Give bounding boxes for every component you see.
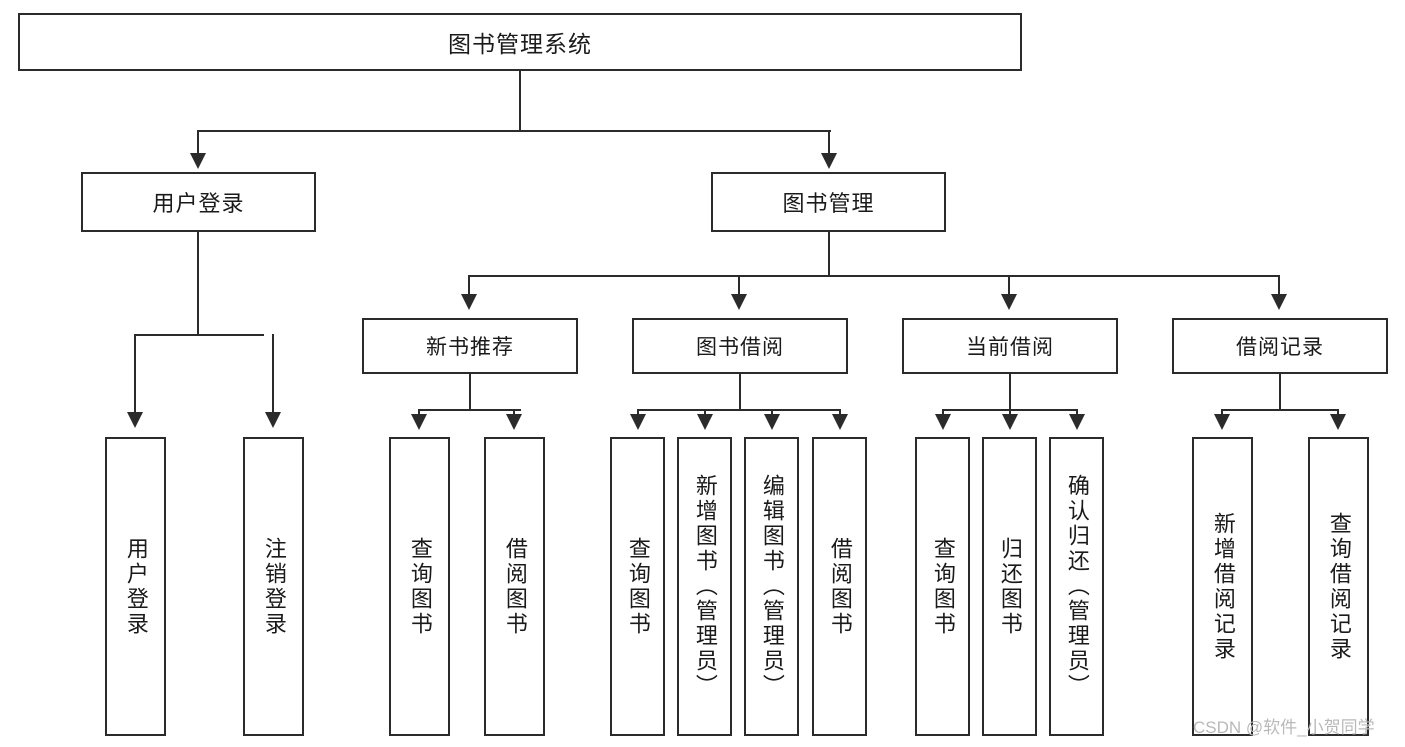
connector-cb-drop-3 xyxy=(1076,409,1078,416)
node-label: 查询借阅记录 xyxy=(1326,511,1352,662)
connector-bm-drop-2 xyxy=(738,275,740,296)
connector-br-stem xyxy=(1279,374,1281,410)
node-leaf-rec-borrow-book[interactable]: 借阅图书 xyxy=(484,437,545,736)
connector-cb-drop-1 xyxy=(942,409,944,416)
node-book-borrow[interactable]: 图书借阅 xyxy=(632,318,848,374)
node-label: 借阅记录 xyxy=(1236,336,1324,359)
connector-user-login-drop-1 xyxy=(134,334,136,414)
node-label: 查询图书 xyxy=(625,536,651,637)
node-label: 图书管理 xyxy=(782,191,875,216)
connector-bb-drop-4 xyxy=(839,409,841,416)
connector-br-drop-1 xyxy=(1221,409,1223,416)
arrow-bb-leaf-4 xyxy=(832,414,848,430)
node-leaf-rec-query-book[interactable]: 查询图书 xyxy=(389,437,450,736)
connector-br-drop-2 xyxy=(1337,409,1339,416)
node-label: 借阅图书 xyxy=(827,536,853,637)
arrow-bb-leaf-2 xyxy=(697,414,713,430)
node-leaf-user-login[interactable]: 用户登录 xyxy=(105,437,166,736)
node-label: 确认归还（管理员） xyxy=(1064,474,1090,699)
connector-br-bus xyxy=(1221,409,1338,411)
arrow-user-login-leaf-2 xyxy=(265,412,281,428)
node-label: 注销登录 xyxy=(261,536,287,637)
node-leaf-cb-query-book[interactable]: 查询图书 xyxy=(915,437,970,736)
arrow-bm-to-book-borrow xyxy=(731,294,747,310)
node-leaf-bb-query-book[interactable]: 查询图书 xyxy=(610,437,665,736)
connector-bb-bus xyxy=(637,409,840,411)
connector-user-login-stem xyxy=(197,232,199,335)
node-borrow-record[interactable]: 借阅记录 xyxy=(1172,318,1388,374)
connector-bm-drop-4 xyxy=(1278,275,1280,296)
arrow-rec-leaf-2 xyxy=(506,414,522,430)
node-user-login[interactable]: 用户登录 xyxy=(81,172,316,232)
arrow-bb-leaf-1 xyxy=(630,414,646,430)
node-label: 用户登录 xyxy=(123,536,149,637)
node-label: 归还图书 xyxy=(997,536,1023,637)
node-label: 新增图书（管理员） xyxy=(692,474,718,699)
connector-bb-drop-3 xyxy=(771,409,773,416)
arrow-cb-leaf-1 xyxy=(935,414,951,430)
node-book-manage[interactable]: 图书管理 xyxy=(711,172,946,232)
connector-user-login-bus xyxy=(134,334,264,336)
connector-rec-stem xyxy=(469,374,471,410)
connector-rec-drop-2 xyxy=(513,409,515,416)
node-label: 编辑图书（管理员） xyxy=(759,474,785,699)
node-leaf-cb-confirm-return[interactable]: 确认归还（管理员） xyxy=(1049,437,1104,736)
arrow-br-leaf-1 xyxy=(1214,414,1230,430)
arrow-user-login-leaf-1 xyxy=(127,412,143,428)
connector-root-to-book-manage xyxy=(828,130,830,156)
node-current-borrow[interactable]: 当前借阅 xyxy=(902,318,1118,374)
node-label: 图书借阅 xyxy=(696,336,784,359)
arrow-bm-to-current-borrow xyxy=(1001,294,1017,310)
arrow-cb-leaf-3 xyxy=(1069,414,1085,430)
connector-root-to-user-login xyxy=(197,130,199,156)
node-label: 当前借阅 xyxy=(966,336,1054,359)
connector-rec-drop-1 xyxy=(418,409,420,416)
connector-bb-stem xyxy=(739,374,741,410)
connector-root-bus xyxy=(198,130,831,132)
connector-root-stem xyxy=(519,71,521,131)
node-label: 查询图书 xyxy=(930,536,956,637)
node-label: 新增借阅记录 xyxy=(1210,511,1236,662)
arrow-root-to-user-login xyxy=(190,153,206,169)
node-label: 用户登录 xyxy=(152,191,245,216)
arrow-bm-to-borrow-record xyxy=(1271,294,1287,310)
node-new-book-recommend[interactable]: 新书推荐 xyxy=(362,318,578,374)
node-leaf-bb-borrow-book[interactable]: 借阅图书 xyxy=(812,437,867,736)
node-label: 查询图书 xyxy=(407,536,433,637)
node-root[interactable]: 图书管理系统 xyxy=(18,13,1022,71)
connector-bm-drop-1 xyxy=(468,275,470,296)
node-leaf-bb-add-book[interactable]: 新增图书（管理员） xyxy=(677,437,732,736)
connector-book-manage-bus xyxy=(468,275,1280,277)
arrow-bb-leaf-3 xyxy=(764,414,780,430)
node-label: 图书管理系统 xyxy=(448,31,592,57)
connector-book-manage-stem xyxy=(828,232,830,276)
arrow-bm-to-new-book-recommend xyxy=(461,294,477,310)
arrow-cb-leaf-2 xyxy=(1002,414,1018,430)
connector-rec-bus xyxy=(418,409,521,411)
connector-bb-drop-1 xyxy=(637,409,639,416)
node-label: 借阅图书 xyxy=(502,536,528,637)
connector-cb-drop-2 xyxy=(1009,409,1011,416)
connector-user-login-drop-2 xyxy=(272,334,274,414)
node-leaf-user-logout[interactable]: 注销登录 xyxy=(243,437,304,736)
node-leaf-bb-edit-book[interactable]: 编辑图书（管理员） xyxy=(744,437,799,736)
arrow-rec-leaf-1 xyxy=(411,414,427,430)
node-leaf-cb-return-book[interactable]: 归还图书 xyxy=(982,437,1037,736)
arrow-root-to-book-manage xyxy=(821,153,837,169)
connector-bb-drop-2 xyxy=(704,409,706,416)
connector-bm-drop-3 xyxy=(1008,275,1010,296)
arrow-br-leaf-2 xyxy=(1330,414,1346,430)
watermark: CSDN @软件_小贺同学 xyxy=(1193,718,1375,737)
connector-cb-stem xyxy=(1009,374,1011,410)
node-leaf-br-add-record[interactable]: 新增借阅记录 xyxy=(1192,437,1253,736)
node-leaf-br-query-record[interactable]: 查询借阅记录 xyxy=(1308,437,1369,736)
node-label: 新书推荐 xyxy=(426,336,514,359)
